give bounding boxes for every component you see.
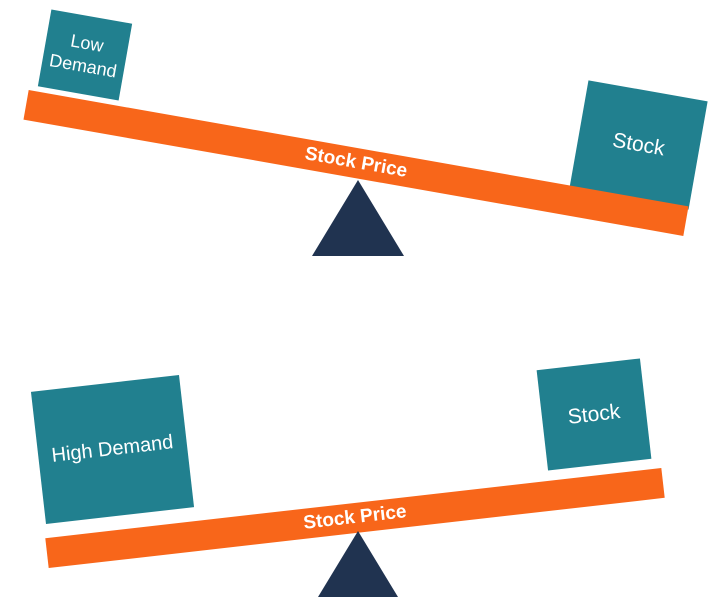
fulcrum-triangle-bottom: [318, 531, 398, 597]
stock-price-label-bottom: Stock Price: [302, 501, 408, 534]
low-demand-weight-box: Low Demand: [37, 9, 133, 101]
stock-label-top: Stock: [610, 128, 667, 161]
stock-label-bottom: Stock: [566, 399, 622, 429]
high-demand-label: High Demand: [50, 431, 175, 467]
stock-price-label-top: Stock Price: [303, 143, 409, 182]
low-demand-label: Low Demand: [47, 30, 119, 82]
stock-weight-box-bottom: Stock: [536, 358, 652, 471]
high-demand-weight-box: High Demand: [30, 374, 195, 525]
fulcrum-triangle-top: [312, 180, 404, 256]
